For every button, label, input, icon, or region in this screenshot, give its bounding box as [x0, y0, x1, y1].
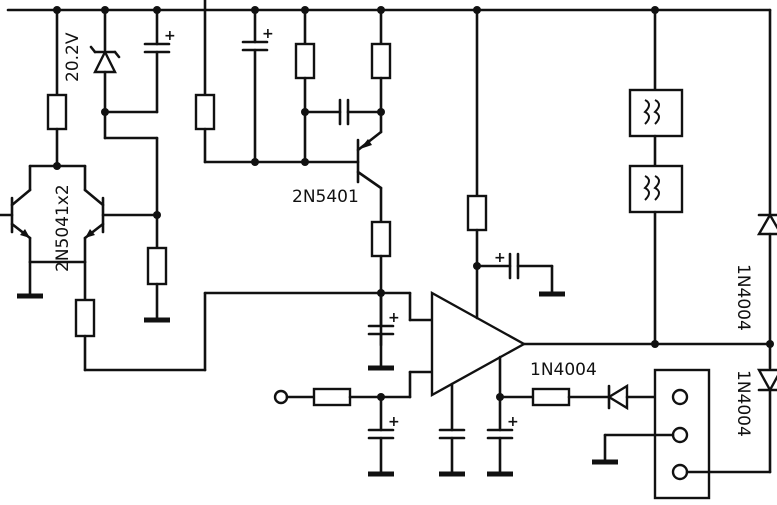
electrolytic-capacitor: +	[241, 8, 274, 164]
electrolytic-capacitor: +	[494, 250, 520, 280]
relay-coil-upper	[628, 88, 684, 138]
resistor	[46, 93, 68, 131]
resistor	[531, 387, 571, 407]
connector-pin[interactable]	[671, 463, 689, 481]
svg-text:+: +	[507, 414, 519, 430]
npn-transistor-left	[0, 164, 32, 264]
electrolytic-capacitor: +	[367, 310, 400, 371]
relay-section: 1N4004 1N4004	[592, 8, 777, 500]
diode-label: 1N4004	[733, 264, 753, 331]
electrolytic-capacitor: +	[143, 8, 176, 114]
pnp-transistor-label: 2N5401	[292, 187, 359, 207]
resistor	[312, 387, 352, 407]
transistor-pair-label: 2N5041x2	[53, 184, 73, 272]
zener-label: 20.2V	[63, 32, 83, 82]
zener-diode	[89, 8, 121, 114]
diode-label: 1N4004	[530, 360, 597, 380]
resistor	[194, 93, 216, 131]
resistor	[466, 194, 488, 232]
diode	[606, 383, 629, 411]
diode-label: 1N4004	[733, 370, 753, 437]
svg-text:+: +	[388, 310, 400, 326]
svg-text:+: +	[262, 26, 274, 42]
svg-text:+: +	[388, 414, 400, 430]
electrolytic-capacitor: +	[486, 414, 519, 477]
relay-coil-lower	[628, 164, 684, 214]
capacitor	[438, 428, 466, 477]
connector-pin[interactable]	[671, 388, 689, 406]
diode	[756, 368, 777, 393]
electrolytic-capacitor: +	[367, 395, 400, 477]
resistor	[146, 246, 168, 286]
npn-transistor-right	[83, 164, 159, 264]
diode	[756, 212, 777, 236]
pnp-transistor	[356, 130, 383, 190]
amplifier-section: + +	[273, 8, 774, 477]
input-terminal[interactable]	[273, 389, 289, 405]
resistor	[74, 298, 96, 338]
resistor	[370, 220, 392, 258]
svg-text:+: +	[164, 28, 176, 44]
pnp-stage-section: + +	[194, 8, 434, 371]
differential-pair-section: + 20.2V 2N5041x2	[0, 8, 412, 372]
connector-pin[interactable]	[671, 426, 689, 444]
resistor	[294, 42, 316, 80]
svg-text:+: +	[494, 250, 506, 266]
resistor	[370, 42, 392, 80]
